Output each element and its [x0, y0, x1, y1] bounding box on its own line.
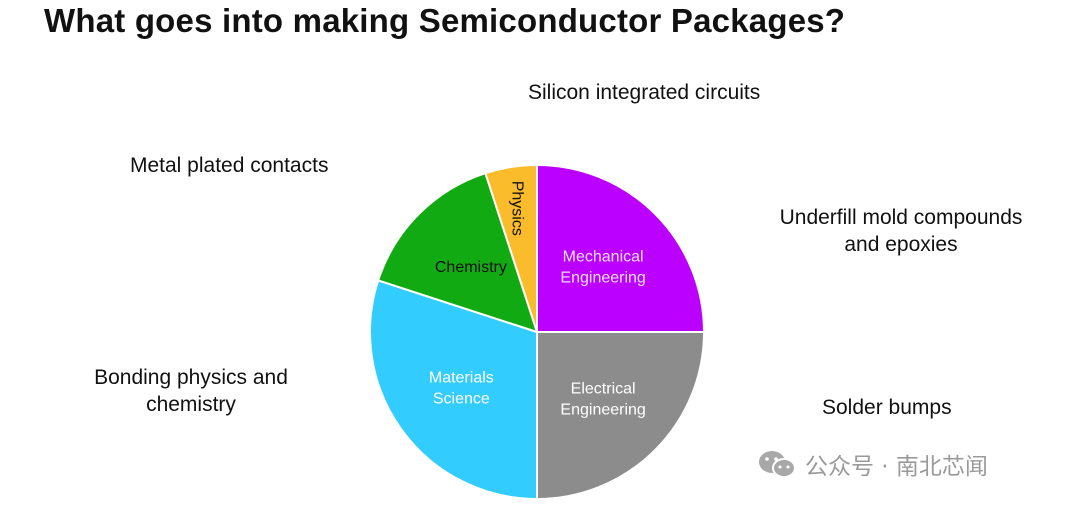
wechat-icon	[759, 451, 796, 478]
pie-slice-2	[369, 279, 538, 501]
pie-slice-0	[536, 163, 706, 333]
annotation-metal: Metal plated contacts	[130, 152, 328, 179]
annotation-metal-text: Metal plated contacts	[130, 154, 329, 177]
watermark: 公众号 · 南北芯闻	[757, 447, 988, 481]
page-title: What goes into making Semiconductor Pack…	[44, 2, 846, 39]
annotation-bonding-line-2: chemistry	[146, 393, 236, 416]
annotation-solder-text: Solder bumps	[822, 396, 952, 419]
watermark-text: 公众号 · 南北芯闻	[805, 454, 988, 480]
annotation-bonding-line-1: Bonding physics and	[94, 366, 288, 389]
annotation-solder: Solder bumps	[822, 394, 952, 421]
pie-label-3: Chemistry	[435, 259, 507, 276]
pie-slice-4	[484, 163, 538, 333]
pie-slice-1	[536, 331, 706, 501]
annotation-silicon: Silicon integrated circuits	[528, 79, 760, 106]
annotation-silicon-text: Silicon integrated circuits	[528, 81, 761, 104]
annotation-underfill-line-1: Underfill mold compounds	[779, 206, 1023, 229]
annotation-underfill-line-2: and epoxies	[844, 233, 958, 256]
pie-label-4: Physics	[508, 181, 525, 236]
annotation-underfill: Underfill mold compounds and epoxies	[770, 204, 1032, 258]
annotation-bonding: Bonding physics and chemistry	[86, 364, 296, 418]
